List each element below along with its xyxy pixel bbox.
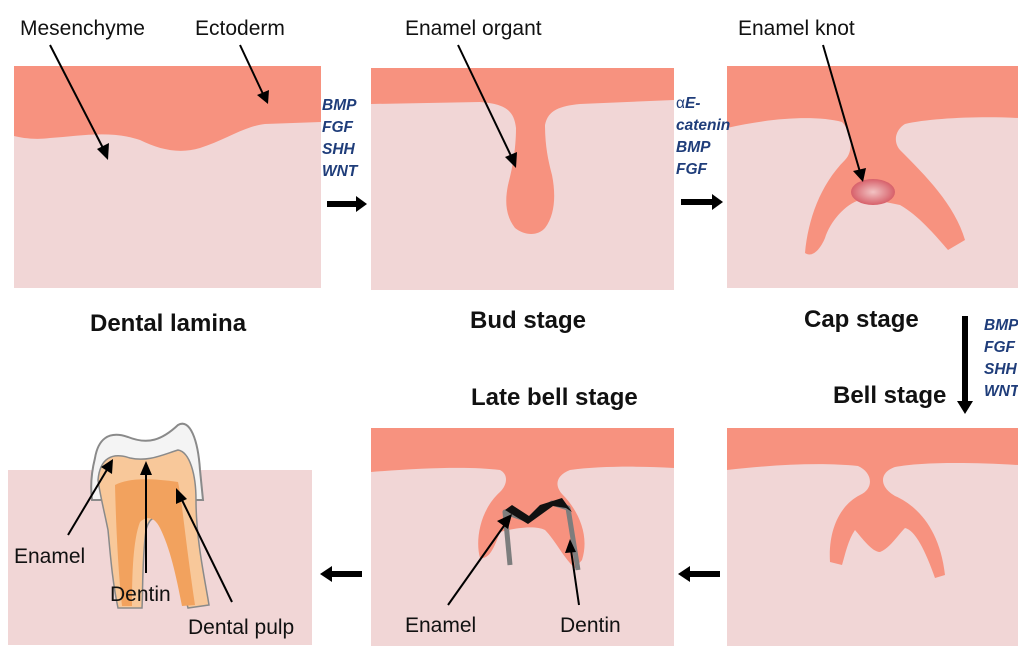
signal-label: WNT bbox=[984, 383, 1018, 400]
right-arrow-icon bbox=[681, 194, 723, 210]
right-arrow-icon bbox=[327, 196, 367, 212]
enamel-knot bbox=[851, 179, 895, 205]
signal-label: WNT bbox=[322, 163, 359, 180]
signal-label: FGF bbox=[322, 119, 354, 136]
ectoderm-label: Ectoderm bbox=[195, 17, 285, 40]
signal-label: catenin bbox=[676, 117, 730, 134]
cap-stage-title: Cap stage bbox=[804, 306, 919, 333]
left-arrow-icon bbox=[678, 566, 720, 582]
signals-cap-to-bell: BMP FGF SHH WNT bbox=[957, 316, 1018, 414]
bud-stage-title: Bud stage bbox=[470, 307, 586, 334]
signal-label: SHH bbox=[984, 361, 1018, 378]
panel-late-bell-stage: Late bell stage Enamel Dentin bbox=[371, 384, 674, 646]
bell-stage-title: Bell stage bbox=[833, 382, 946, 409]
signal-label: BMP bbox=[984, 317, 1018, 334]
e-prefix: E- bbox=[685, 95, 701, 112]
down-arrow-icon bbox=[957, 316, 973, 414]
signal-label: αE- bbox=[676, 95, 700, 112]
signal-label: BMP bbox=[676, 139, 711, 156]
signals-bud-to-cap: αE- catenin BMP FGF bbox=[676, 95, 730, 210]
signal-label: FGF bbox=[676, 161, 708, 178]
enamel-organ-label: Enamel organt bbox=[405, 17, 542, 40]
signal-label: FGF bbox=[984, 339, 1016, 356]
alpha-prefix: α bbox=[676, 95, 685, 112]
panel-cap-stage: Enamel knot bbox=[727, 17, 1018, 288]
mesenchyme-label: Mesenchyme bbox=[20, 17, 145, 40]
tooth-dentin-label: Dentin bbox=[110, 583, 171, 606]
enamel-knot-label: Enamel knot bbox=[738, 17, 855, 40]
signals-lamina-to-bud: BMP FGF SHH WNT bbox=[322, 97, 367, 212]
left-arrow-icon bbox=[320, 566, 362, 582]
panel-bud-stage: Enamel organt bbox=[371, 17, 674, 290]
panel-dental-lamina: Mesenchyme Ectoderm bbox=[14, 17, 321, 288]
late-bell-stage-title: Late bell stage bbox=[471, 384, 638, 411]
tooth-pulp-label: Dental pulp bbox=[188, 616, 294, 639]
late-bell-enamel-label: Enamel bbox=[405, 614, 476, 637]
signal-label: SHH bbox=[322, 141, 356, 158]
panel-mature-tooth: Enamel Dentin Dental pulp bbox=[8, 424, 312, 645]
tooth-enamel-label: Enamel bbox=[14, 545, 85, 568]
panel-bell-stage: Bell stage bbox=[727, 382, 1018, 646]
late-bell-dentin-label: Dentin bbox=[560, 614, 621, 637]
signal-label: BMP bbox=[322, 97, 357, 114]
dental-lamina-title: Dental lamina bbox=[90, 310, 247, 337]
